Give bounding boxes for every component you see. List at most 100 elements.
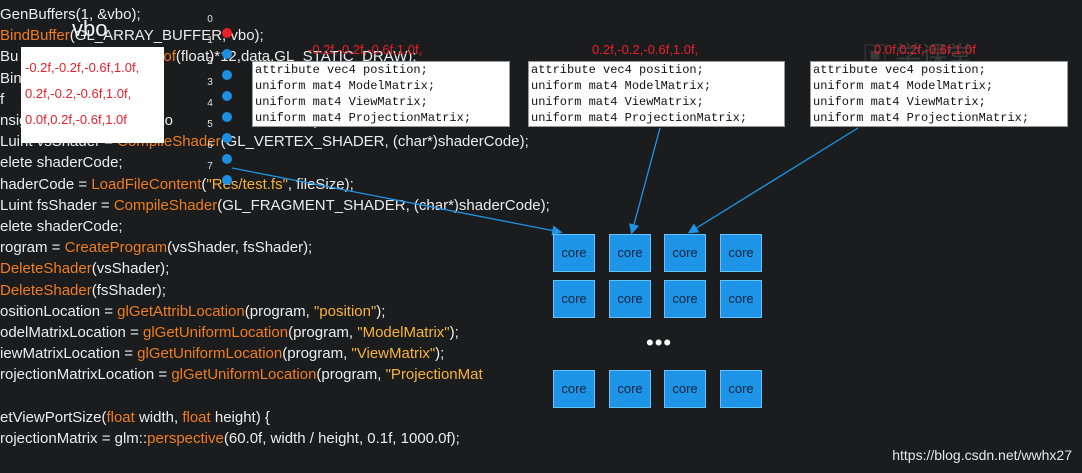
shader-code-line: uniform mat4 ProjectionMatrix; (813, 111, 1030, 125)
shader-code-line: attribute vec4 position; (813, 63, 986, 77)
code-line: f (0, 89, 4, 110)
code-line: ositionLocation = glGetAttribLocation(pr… (0, 301, 385, 322)
code-text: height) { (210, 408, 270, 426)
code-text: (GL_VERTEX_SHADER, (char*)shaderCode); (220, 133, 529, 151)
code-text: (program, (316, 366, 386, 384)
code-line: GenBuffers(1, &vbo); (0, 4, 141, 25)
code-text: elete shaderCode; (0, 218, 123, 235)
gpu-core: core (553, 370, 595, 408)
vbo-slot-dot (222, 112, 232, 122)
code-text: rojectionMatrixLocation = (0, 366, 172, 384)
vbo-index: 6 (207, 140, 213, 151)
code-text: (60.0f, width / height, 0.1f, 1000.0f); (223, 430, 460, 447)
code-text: (GL_ARRAY_BUFFER, vbo); (69, 27, 264, 45)
code-keyword: perspective (147, 430, 224, 447)
vbo-slot-dot (222, 70, 232, 80)
code-line: BindBuffer(GL_ARRAY_BUFFER, vbo); (0, 25, 264, 46)
code-text: Bin (0, 69, 22, 87)
code-keyword: BindBuffer (0, 27, 70, 45)
gpu-core: core (664, 234, 706, 272)
vbo-index: 0 (207, 14, 213, 25)
code-text: ( (201, 175, 207, 193)
gpu-core: core (609, 234, 651, 272)
code-text: ); (435, 345, 445, 363)
arrow-vbo-to-core (231, 167, 563, 236)
shader-box-title: 0.2f,-0.2,-0.6f,1.0f, (592, 42, 699, 57)
vbo-value: 0.2f,-0.2,-0.6f,1.0f, (25, 86, 132, 101)
code-text: ); (449, 324, 459, 341)
code-text: ); (376, 302, 386, 320)
code-text: (vsShader, fsShader); (167, 239, 313, 257)
gpu-core: core (553, 234, 595, 272)
code-keyword: float (106, 408, 135, 426)
code-keyword: CreateProgram (64, 239, 168, 257)
vbo-label: vbo (72, 16, 108, 41)
code-text: rogram = (0, 239, 65, 257)
vbo-index: 3 (207, 77, 213, 88)
gpu-core: core (720, 234, 762, 272)
vbo-index: 1 (207, 35, 213, 46)
code-text: width, (134, 408, 183, 426)
gpu-core: core (553, 280, 595, 318)
code-line: rogram = CreateProgram(vsShader, fsShade… (0, 237, 312, 258)
code-line: elete shaderCode; (0, 152, 123, 173)
vbo-slot-dot-active (222, 28, 232, 38)
code-text: iewMatrixLocation = (0, 345, 138, 363)
shader-box-title: -0.2f,-0.2f,-0.6f,1.0f, (308, 42, 423, 57)
gpu-core: core (720, 280, 762, 318)
shader-box: attribute vec4 position;uniform mat4 Mod… (252, 61, 510, 127)
vbo-value: 0.0f,0.2f,-0.6f,1.0f (25, 112, 127, 127)
code-text: (program, (282, 345, 352, 363)
shader-box-title: 0.0f,0.2f,-0.6f,1.0f (874, 42, 976, 57)
code-text: ositionLocation = (0, 302, 118, 320)
code-line: elete shaderCode; (0, 216, 123, 237)
code-keyword: glGetUniformLocation (171, 366, 317, 384)
code-keyword: glGetAttribLocation (117, 302, 245, 320)
gpu-core: core (664, 280, 706, 318)
shader-code-line: attribute vec4 position; (531, 63, 704, 77)
shader-code-line: uniform mat4 ViewMatrix; (813, 95, 986, 109)
shader-box: attribute vec4 position;uniform mat4 Mod… (810, 61, 1068, 127)
shader-code-line: uniform mat4 ViewMatrix; (531, 95, 704, 109)
vbo-values-box: -0.2f,-0.2f,-0.6f,1.0f, 0.2f,-0.2,-0.6f,1… (21, 47, 164, 143)
shader-box: attribute vec4 position; uniform mat4 Mod… (528, 61, 785, 127)
code-text: (program, (244, 302, 314, 320)
code-line: rojectionMatrix = glm::perspective(60.0f… (0, 428, 460, 449)
code-text: f (0, 90, 5, 108)
vbo-slot-dot (222, 91, 232, 101)
gpu-core: core (720, 370, 762, 408)
code-text: etViewPortSize( (0, 408, 107, 426)
vbo-slot-dot (222, 154, 232, 164)
code-string: "ProjectionMat (385, 366, 483, 384)
shader-code-line: uniform mat4 ModelMatrix; (255, 79, 436, 93)
code-keyword: float (182, 408, 211, 426)
code-text: (vsShader); (91, 260, 170, 278)
arrow-shader2-to-core (629, 127, 661, 235)
code-string: "position" (313, 302, 377, 320)
ellipsis: ••• (646, 330, 673, 355)
code-keyword: glGetUniformLocation (137, 345, 283, 363)
code-line: iewMatrixLocation = glGetUniformLocation… (0, 343, 444, 364)
shader-code-line: uniform mat4 ProjectionMatrix; (255, 111, 472, 125)
vbo-index: 7 (207, 161, 213, 172)
code-line: odelMatrixLocation = glGetUniformLocatio… (0, 322, 459, 343)
code-text: (program, (288, 324, 358, 341)
code-text: nsig (0, 112, 28, 129)
vbo-index: 4 (207, 98, 213, 109)
code-text: Luint fsShader = (0, 196, 114, 214)
code-line: DeleteShader(fsShader); (0, 280, 166, 301)
code-text: Bu (0, 48, 19, 66)
source-watermark: https://blog.csdn.net/wwhx27 (892, 447, 1072, 463)
vbo-index: 2 (207, 56, 213, 67)
vbo-value: -0.2f,-0.2f,-0.6f,1.0f, (25, 60, 140, 75)
arrow-shader3-to-core (687, 127, 859, 234)
code-keyword: LoadFileContent (91, 175, 202, 193)
code-text: odelMatrixLocation = (0, 324, 143, 341)
code-string: "ViewMatrix" (351, 345, 436, 363)
shader-code-line: uniform mat4 ModelMatrix; (531, 79, 712, 93)
code-text: (fsShader); (91, 281, 166, 299)
code-keyword: DeleteShader (0, 281, 92, 299)
gpu-core: core (609, 370, 651, 408)
